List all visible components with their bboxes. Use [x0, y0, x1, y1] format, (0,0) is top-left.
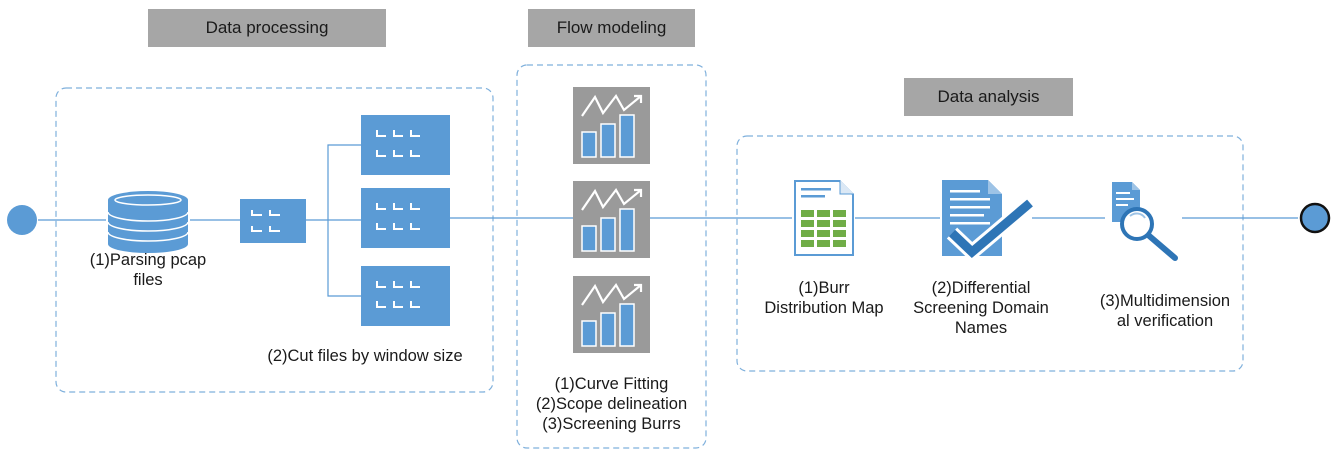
cut-files-label: (2)Cut files by window size: [267, 347, 463, 365]
burr-distribution-line1: (1)Burr: [798, 279, 850, 297]
branch-bracket: [327, 144, 361, 297]
chart-icon: [573, 276, 650, 353]
spreadsheet-doc-icon: [794, 180, 854, 256]
chart-icon: [573, 87, 650, 164]
multidimensional-line2: al verification: [1116, 312, 1214, 330]
window-grid-icon: [361, 115, 450, 175]
start-node-icon: [7, 205, 37, 235]
differential-screening-line2: Screening Domain: [913, 299, 1049, 317]
database-icon: [107, 191, 189, 253]
scope-delineation-step: (2)Scope delineation: [535, 395, 688, 413]
multidimensional-verification-label: (3)Multidimension al verification: [1080, 291, 1250, 331]
parsing-pcap-line2: files: [133, 271, 163, 289]
window-grid-icon: [361, 266, 450, 326]
file-split-icon: [240, 199, 306, 243]
checked-doc-icon: [942, 180, 1035, 263]
burr-distribution-line2: Distribution Map: [764, 299, 884, 317]
flow-modeling-box: [516, 64, 707, 449]
end-node-icon: [1299, 202, 1331, 234]
window-grid-icon: [361, 188, 450, 248]
flow-modeling-banner: Flow modeling: [528, 9, 695, 47]
flow-steps-label: (1)Curve Fitting (2)Scope delineation (3…: [520, 374, 703, 434]
screening-burrs-step: (3)Screening Burrs: [542, 415, 681, 433]
data-processing-banner: Data processing: [148, 9, 386, 47]
curve-fitting-step: (1)Curve Fitting: [554, 375, 669, 393]
magnifier-doc-icon: [1112, 182, 1178, 261]
data-processing-box: [55, 87, 494, 393]
chart-icon: [573, 181, 650, 258]
differential-screening-line3: Names: [954, 319, 1008, 337]
burr-distribution-label: (1)Burr Distribution Map: [744, 278, 904, 318]
data-analysis-box: [736, 135, 1244, 372]
multidimensional-line1: (3)Multidimension: [1099, 292, 1231, 310]
differential-screening-label: (2)Differential Screening Domain Names: [896, 278, 1066, 338]
parsing-pcap-line1: (1)Parsing pcap: [89, 251, 207, 269]
parsing-pcap-label: (1)Parsing pcap files: [68, 250, 228, 290]
differential-screening-line1: (2)Differential: [931, 279, 1031, 297]
data-analysis-banner: Data analysis: [904, 78, 1073, 116]
